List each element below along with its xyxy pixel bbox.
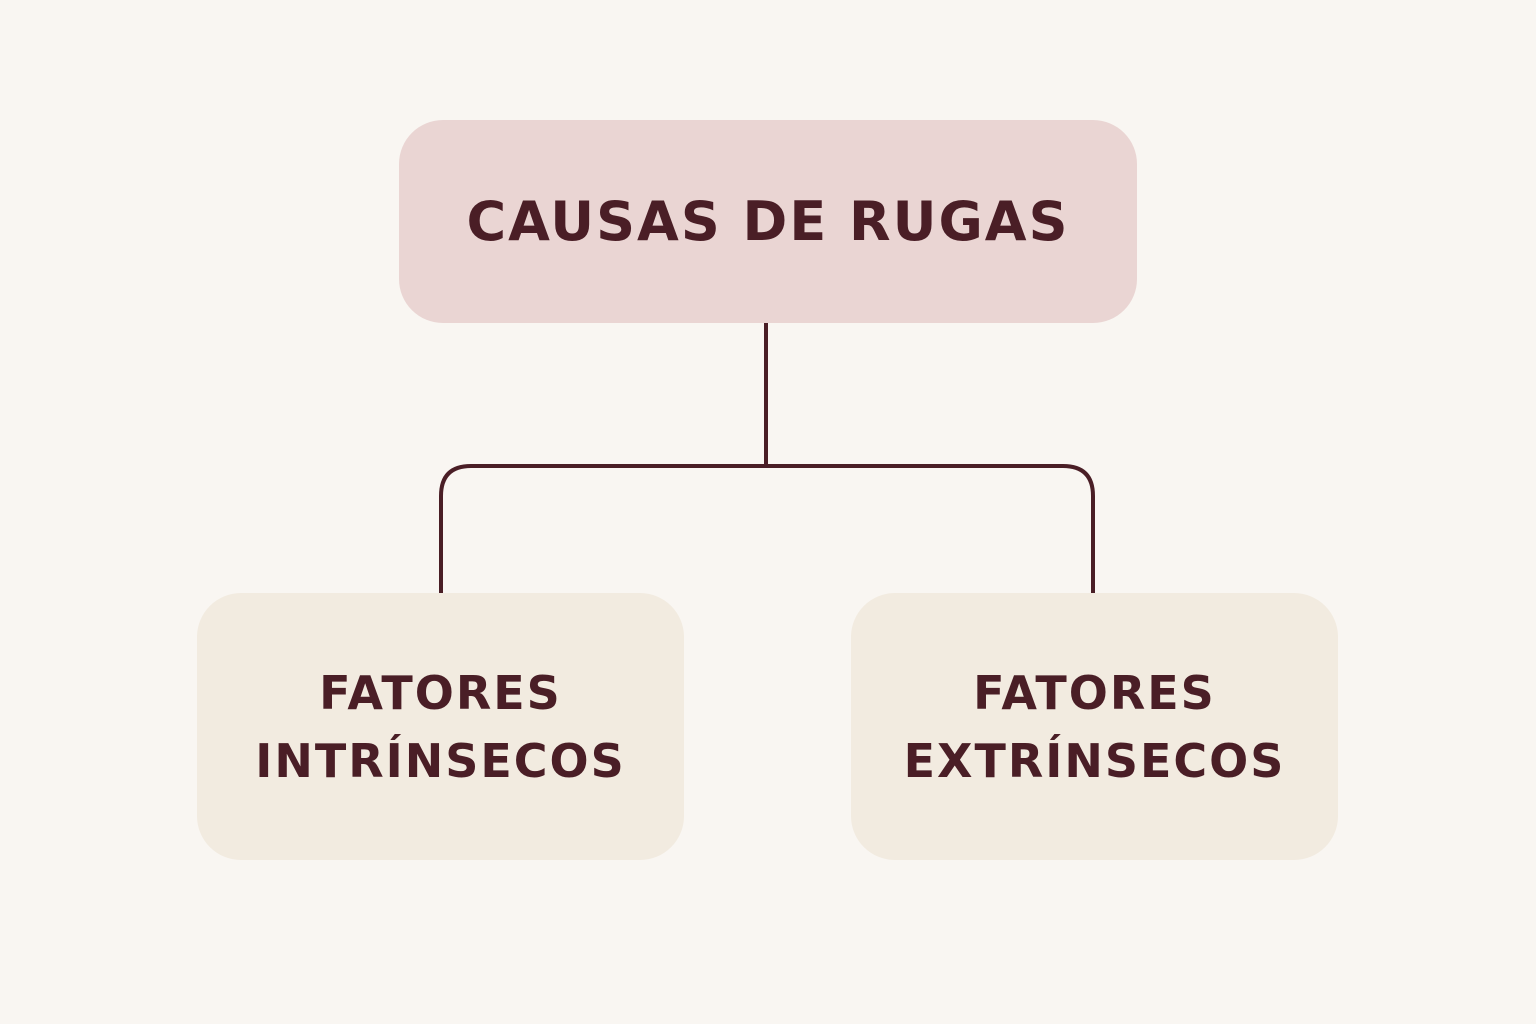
root-node: CAUSAS DE RUGAS <box>399 120 1137 323</box>
connector-branch <box>439 464 1095 593</box>
root-label: CAUSAS DE RUGAS <box>466 190 1070 253</box>
child-label-line2: INTRÍNSECOS <box>255 733 626 788</box>
child-node-intrinsic: FATORES INTRÍNSECOS <box>197 593 684 860</box>
child-node-extrinsic: FATORES EXTRÍNSECOS <box>851 593 1338 860</box>
child-label-line1: FATORES <box>973 665 1216 720</box>
child-label-line1: FATORES <box>319 665 562 720</box>
child-label-line2: EXTRÍNSECOS <box>903 733 1286 788</box>
